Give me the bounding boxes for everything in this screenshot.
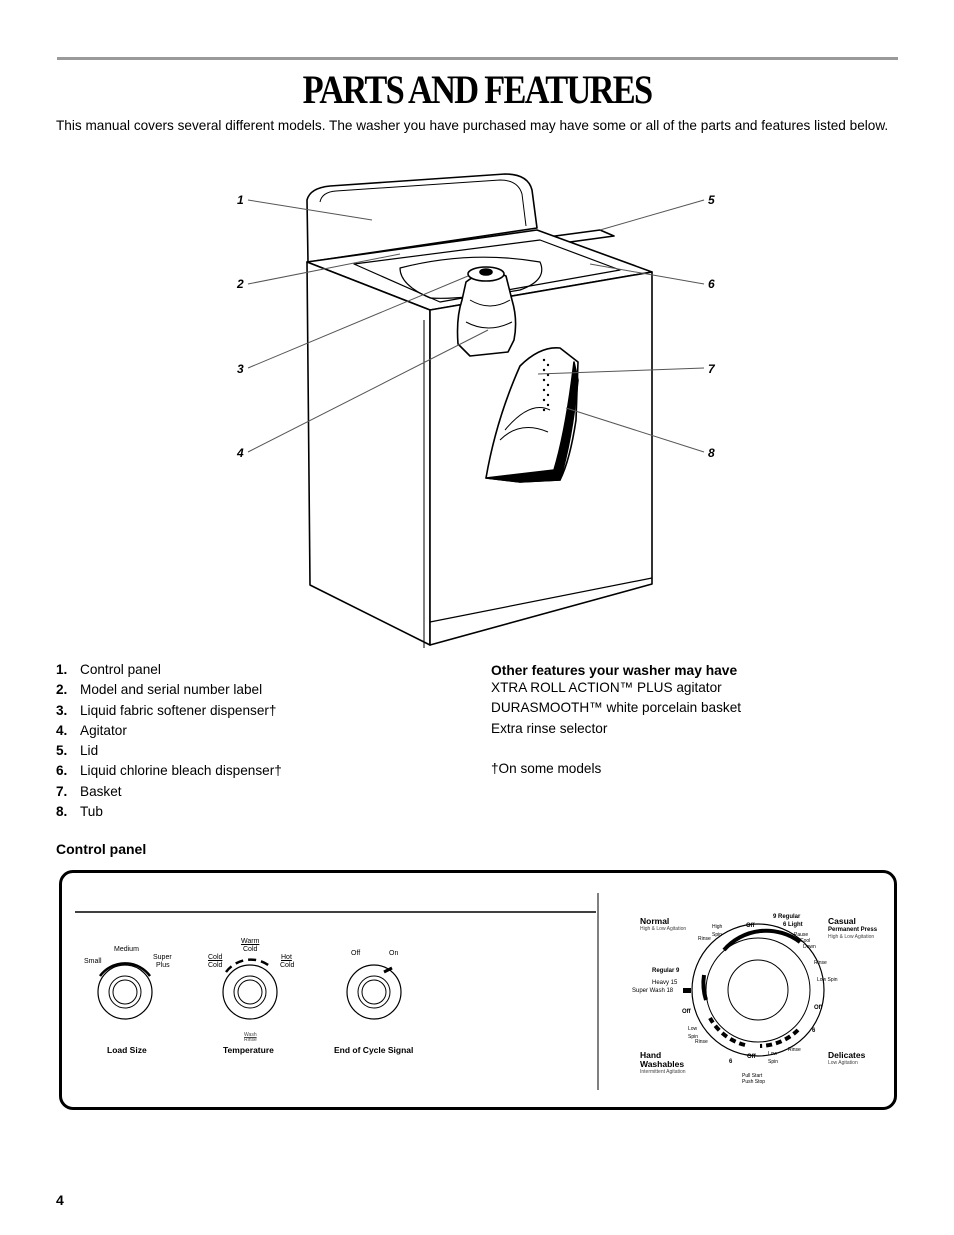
dial-off-left: Off — [682, 1009, 691, 1015]
temperature-label: Temperature — [223, 1045, 274, 1055]
temp-warm: Warm — [241, 938, 260, 945]
other-features: Other features your washer may have XTRA… — [491, 663, 741, 781]
dial-off-top: Off — [746, 923, 755, 929]
intro-paragraph: This manual covers several different mod… — [56, 118, 889, 133]
dial-cool: Cool — [800, 938, 811, 944]
temp-cold: Cold — [208, 954, 223, 961]
list-item: 6.Liquid chlorine bleach dispenser† — [56, 763, 282, 779]
page-title: PARTS AND FEATURES — [302, 67, 654, 112]
list-item: 2.Model and serial number label — [56, 682, 263, 698]
dial-rinse-bottom-right: Rinse — [788, 1047, 801, 1053]
dial-down: Down — [803, 944, 816, 950]
signal-on: On — [389, 950, 399, 957]
dial-pause: Pause — [794, 932, 809, 938]
temp-hot-rinse: Cold — [280, 962, 295, 969]
temp-cold-rinse: Cold — [208, 962, 223, 969]
page-number: 4 — [56, 1192, 64, 1208]
dial-six-right: 6 — [812, 1028, 816, 1034]
callout-6: 6 — [708, 277, 715, 291]
dial-normal-sub: High & Low Agitation — [640, 926, 687, 932]
signal-off: Off — [351, 950, 361, 957]
callout-5: 5 — [708, 193, 715, 207]
list-item: 7.Basket — [56, 783, 122, 799]
dial-delicates-title: Delicates — [828, 1050, 866, 1060]
dial-rinse-bottom-left: Rinse — [695, 1039, 708, 1045]
load-size-medium: Medium — [114, 946, 139, 953]
callout-4: 4 — [237, 446, 244, 460]
footnote: †On some models — [491, 760, 602, 776]
dial-low-spin-right: Low Spin — [817, 977, 838, 983]
list-item: 1.Control panel — [56, 662, 161, 677]
dial-off-right: Off — [814, 1005, 823, 1011]
list-item: 4.Agitator — [56, 722, 127, 738]
control-panel-heading: Control panel — [56, 841, 147, 857]
dial-off-bottom: Off — [747, 1054, 756, 1060]
temp-warm-rinse: Cold — [243, 946, 258, 953]
load-size-super: Super — [153, 954, 172, 961]
callout-2: 2 — [237, 277, 244, 291]
dial-super-wash: Super Wash 18 — [632, 988, 674, 994]
dial-rinse-right: Rinse — [814, 960, 827, 966]
temp-wash-legend: Wash — [244, 1032, 257, 1038]
dial-hand-title: Hand — [640, 1050, 662, 1060]
temp-rinse-legend: Rinse — [244, 1037, 257, 1043]
temp-hot: Hot — [281, 954, 292, 961]
list-item: 3.Liquid fabric softener dispenser† — [56, 702, 277, 718]
load-size-plus: Plus — [156, 962, 170, 969]
other-features-heading: Other features your washer may have — [491, 663, 738, 678]
dial-six-bottom: 6 — [729, 1059, 733, 1065]
list-item: 8.Tub — [56, 804, 103, 820]
feature-item: DURASMOOTH™ white porcelain basket — [491, 700, 742, 716]
dial-regular-top: 9 Regular — [773, 914, 801, 920]
callout-7: 7 — [708, 362, 715, 376]
control-panel-drawing — [75, 893, 825, 1090]
dial-hand-sub: Intermittent Agitation — [640, 1069, 686, 1075]
dial-high-spin: High Spin — [712, 924, 723, 938]
feature-item: Extra rinse selector — [491, 720, 608, 736]
washer-illustration — [247, 173, 705, 648]
top-rule — [57, 57, 898, 60]
dial-casual-title: Casual — [828, 916, 856, 926]
dial-rinse-top-left: Rinse — [698, 936, 711, 942]
dial-push-stop: Push Stop — [742, 1079, 766, 1085]
dial-normal-title: Normal — [640, 916, 670, 926]
dial-heavy: Heavy 15 — [652, 980, 678, 986]
dial-delicates-sub: Low Agitation — [828, 1060, 858, 1066]
dial-light: 6 Light — [783, 922, 803, 928]
control-panel — [59, 870, 897, 1110]
end-of-cycle-signal-label: End of Cycle Signal — [334, 1045, 414, 1055]
dial-hand-title2: Washables — [640, 1059, 685, 1069]
dial-low-spin-bottom: Low Spin — [768, 1051, 779, 1065]
dial-casual-sub: High & Low Agitation — [828, 934, 875, 940]
parts-list: 1.Control panel 2.Model and serial numbe… — [56, 662, 282, 824]
dial-regular-left: Regular 9 — [652, 968, 680, 974]
feature-item: XTRA ROLL ACTION™ PLUS agitator — [491, 680, 722, 695]
callout-8: 8 — [708, 446, 715, 460]
load-size-small: Small — [84, 958, 102, 965]
dial-casual-title2: Permanent Press — [828, 927, 878, 933]
dial-pull-start: Pull Start — [742, 1073, 763, 1079]
callout-3: 3 — [237, 362, 244, 376]
list-item: 5.Lid — [56, 743, 99, 759]
callout-1: 1 — [237, 193, 244, 207]
dial-low-spin-left: Low Spin — [688, 1026, 699, 1040]
load-size-label: Load Size — [107, 1045, 147, 1055]
